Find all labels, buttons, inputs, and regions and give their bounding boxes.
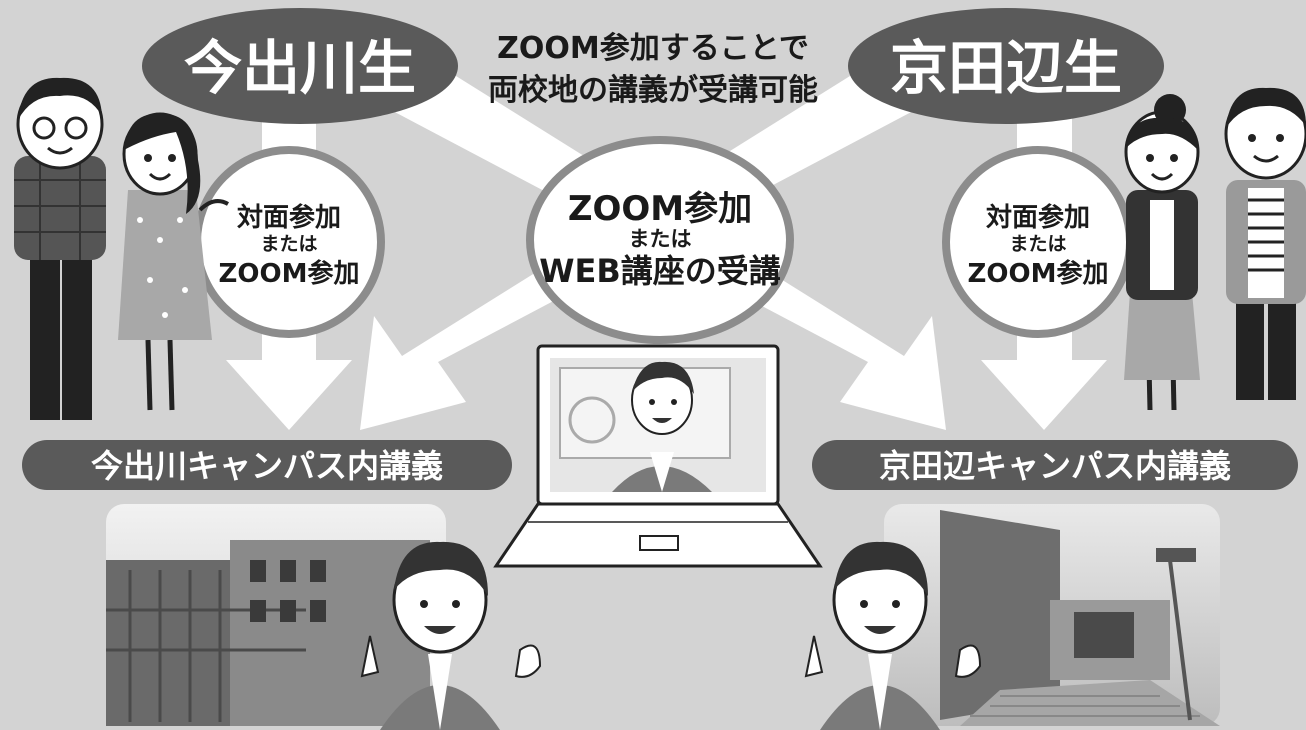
- left-group-pill: 今出川生: [142, 8, 458, 124]
- left-campus-label-text: 今出川キャンパス内講義: [91, 447, 443, 485]
- right-bubble-line3: ZOOM参加: [968, 258, 1109, 289]
- right-group-pill: 京田辺生: [848, 8, 1164, 124]
- lecturer-icon-left: [360, 541, 542, 730]
- center-bubble-line3: WEB講座の受講: [539, 252, 781, 290]
- laptop-lecturer-icon: [493, 344, 823, 568]
- right-bubble-line2: または: [1009, 233, 1066, 255]
- left-bubble-line3: ZOOM参加: [219, 258, 360, 289]
- left-bubble-line1: 対面参加: [237, 202, 341, 233]
- header-line-2: 両校地の講義が受講可能: [488, 73, 818, 108]
- right-bubble-line1: 対面参加: [986, 202, 1090, 233]
- student-woman-waving-icon: [118, 112, 229, 411]
- right-bubble: 対面参加 または ZOOM参加: [942, 146, 1134, 338]
- left-campus-label: 今出川キャンパス内講義: [22, 440, 512, 490]
- left-bubble-line2: または: [260, 233, 317, 255]
- right-group-label: 京田辺生: [890, 34, 1122, 102]
- center-bubble: ZOOM参加 または WEB講座の受講: [526, 136, 794, 344]
- left-group-label: 今出川生: [184, 34, 416, 102]
- lecturer-icon-right: [804, 541, 982, 730]
- center-bubble-line2: または: [629, 227, 692, 251]
- student-woman-bun-icon: [1124, 94, 1200, 411]
- right-campus-label: 京田辺キャンパス内講義: [812, 440, 1298, 490]
- center-bubble-line1: ZOOM参加: [568, 189, 752, 229]
- left-bubble: 対面参加 または ZOOM参加: [193, 146, 385, 338]
- student-man-striped-icon: [1224, 87, 1306, 400]
- header-line-1: ZOOM参加することで: [497, 31, 809, 66]
- student-man-glasses-icon: [14, 77, 106, 420]
- left-campus-photo: [106, 504, 446, 726]
- right-campus-label-text: 京田辺キャンパス内講義: [879, 447, 1231, 485]
- right-campus-photo: [884, 504, 1220, 726]
